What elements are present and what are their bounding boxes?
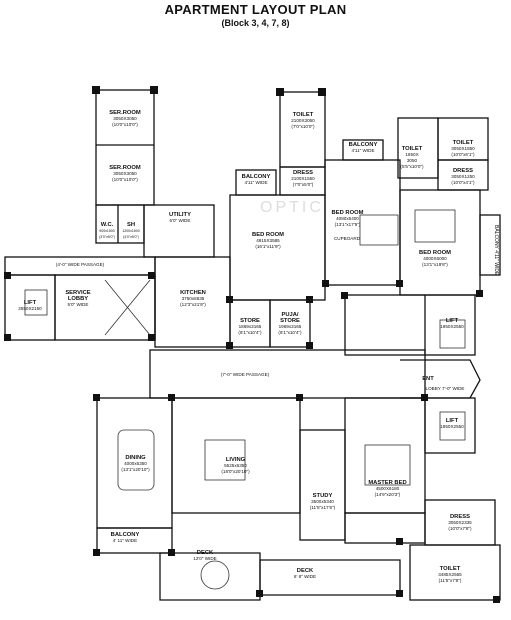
room-dining: DINING 4000x6350 (13'1"x20'10") [121,455,150,472]
page-title: APARTMENT LAYOUT PLAN [164,2,347,17]
page-subtitle: (Block 3, 4, 7, 8) [221,18,290,28]
lobby-label: LOBBY 7'-0" WIDE [425,386,465,391]
room-ser-room-1: SER.ROOM 3050X3050 (10'0"x10'0") [109,110,141,127]
room-balcony-2: BALCONY 4'11" WIDE [348,142,378,153]
room-ser-room-2: SER.ROOM 3050X3050 (10'0"x10'0") [109,165,141,182]
room-toilet-top: TOILET 2100X3050 (7'0"x10'0") [291,112,315,129]
room-dress-3: DRESS 3050X2335 (10'0"x7'8") [448,514,472,531]
wall-living [171,397,301,514]
room-toilet-3: TOILET 3050X1850 (10'0"x6'1") [451,140,475,157]
room-toilet-4: TOILET 3485X2565 (11'5"x7'8") [438,566,462,583]
room-puja-store: PUJA/ STORE 1969x3165 (6'1"x10'4") [278,312,302,335]
room-deck-1: DECK 12'0" WIDE [193,550,217,561]
ent-label: ENT [422,376,434,382]
wall-deck-1 [159,552,261,601]
room-balcony-1: BALCONY 4'11" WIDE [241,174,271,185]
room-bed-room-3: BED ROOM 4000X6000 (13'1"x19'8") [419,250,451,267]
wall-toilet-4 [409,544,501,601]
wall-lift-right-1 [344,294,476,356]
room-balcony-4: BALCONY 4' 11" WIDE [110,532,140,543]
room-lift-right-2: LIFT 1950X2550 [440,418,464,429]
room-bed-room-1: BED ROOM 4915X3585 (16'1"x11'9") [252,232,284,249]
room-lift-right-1: LIFT 1950X2550 [440,318,464,329]
watermark: OPTIC [260,199,324,216]
room-kitchen: KITCHEN 3750x6635 (12'3"x21'9") [180,290,206,307]
wall-study [299,429,346,541]
room-utility: UTILITY 6'0" WIDE [169,212,191,223]
room-balcony-3: BALCONY 4'11" WIDE [493,225,499,276]
room-sh: SH 1200x1500 (4'0"x5'0") [122,222,140,239]
room-toilet-2: TOILET 1650X 3050 (5'5"x10'0") [400,146,424,169]
room-master-bed: MASTER BED 4500X6180 (14'9"x20'3") [368,480,407,497]
passage-mid: (7'-0" WIDE PASSAGE) [220,372,270,377]
room-dress-2: DRESS 3050X1250 (10'0"x4'1") [451,168,475,185]
room-deck-2: DECK 6' 8" WIDE [293,568,317,579]
wall-ser-rooms [95,89,155,206]
passage-top: (4'-0" WIDE PASSAGE) [55,262,105,267]
room-living: LIVING 5525x6350 (18'0"x20'10") [221,457,250,474]
room-dress-1: DRESS 2100X1550 (7'0"x5'0") [291,170,315,187]
room-lift-left: LIFT 2550X2150 [18,300,42,311]
room-study: STUDY 3500x5340 (11'5"x17'6") [309,493,336,510]
wall-bed-room-3 [399,189,481,296]
room-wc: W.C. 900x1500 (3'0"x5'0") [99,222,115,239]
room-service-lobby: SERVICE LOBBY 5'0" WIDE [65,290,91,307]
room-store: STORE 1869x3165 (6'1"x10'4") [238,318,262,335]
room-bed-room-2: BED ROOM 4080x5400 (13'1"x17'9") [331,210,364,227]
wall-balcony-4 [96,527,173,554]
room-cupboard: CUPBOARD [333,236,361,241]
